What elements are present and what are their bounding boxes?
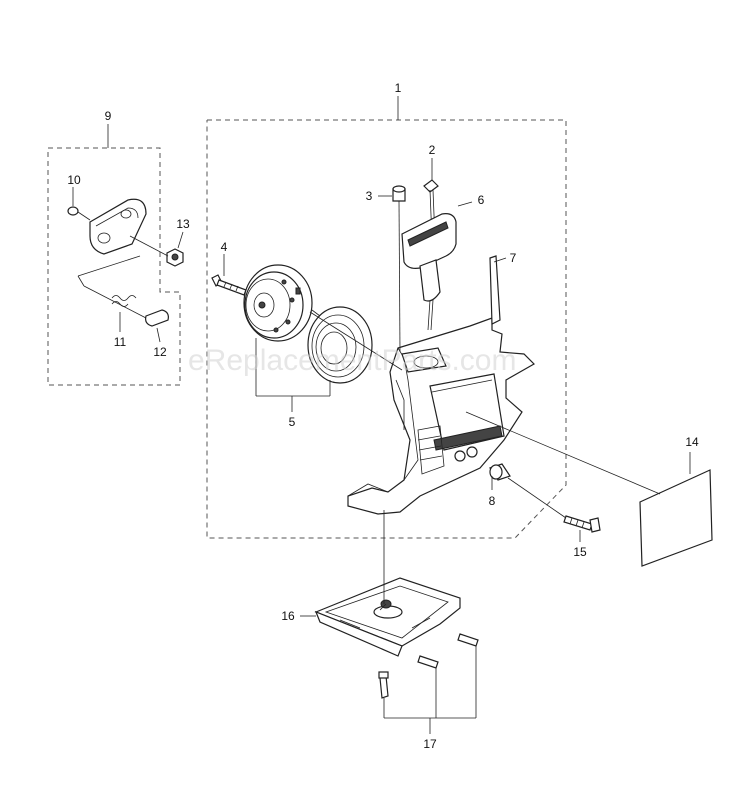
part-11-spring: [111, 295, 137, 307]
callout-labels: 1 2 3 4 5 6 7 8 9 10 11 12 13 14 15 16 1…: [67, 81, 699, 751]
callout-10: 10: [67, 173, 81, 187]
part-8-bushing: [489, 463, 511, 481]
callout-17: 17: [423, 737, 437, 751]
callout-4: 4: [221, 240, 228, 254]
part-13-nut: [166, 248, 184, 267]
callout-15: 15: [573, 545, 587, 559]
callout-7: 7: [510, 251, 517, 265]
callout-3: 3: [366, 189, 373, 203]
part-14-decal: [639, 469, 713, 567]
callout-14: 14: [685, 435, 699, 449]
callout-9: 9: [105, 109, 112, 123]
part-6-handle: [401, 213, 457, 302]
callout-5: 5: [289, 415, 296, 429]
assembly-group-9-outline: [47, 147, 181, 386]
callout-2: 2: [429, 143, 436, 157]
group-9-leaders: [72, 124, 184, 343]
group-1-leaders: [223, 96, 691, 734]
part-4-screw: [211, 274, 247, 296]
part-9-bracket: [89, 198, 147, 255]
callout-8: 8: [489, 494, 496, 508]
assembly-group-1-outline: [206, 119, 567, 539]
part-10-clip: [67, 206, 79, 216]
callout-1: 1: [395, 81, 402, 95]
callout-16: 16: [281, 609, 295, 623]
part-16-base-plate: [314, 577, 461, 657]
part-15-screw: [563, 515, 601, 533]
callout-11: 11: [114, 335, 127, 349]
callout-12: 12: [153, 345, 167, 359]
callout-13: 13: [176, 217, 190, 231]
part-12-lever: [145, 309, 169, 327]
watermark-text: eReplacementParts.com: [188, 344, 516, 377]
callout-6: 6: [478, 193, 485, 207]
part-3-bushing: [392, 185, 406, 202]
pulley: [243, 264, 313, 342]
recoil-spring: [307, 306, 373, 384]
